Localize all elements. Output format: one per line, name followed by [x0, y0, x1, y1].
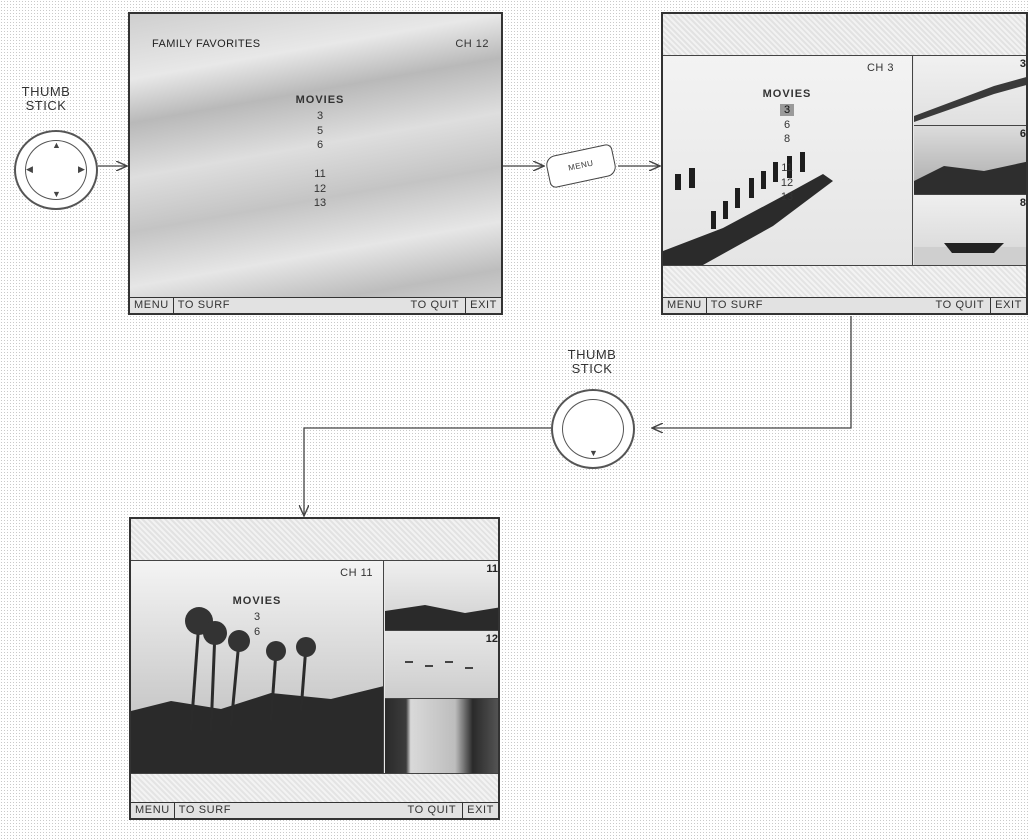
- thumbnail-channel-number: 6: [1020, 128, 1026, 140]
- arrow-stick-to-screen3: [304, 428, 551, 516]
- list-item[interactable]: 11: [747, 161, 827, 176]
- list-item[interactable]: 3: [280, 109, 360, 124]
- arrow-up-icon: ▲: [52, 141, 61, 150]
- list-item[interactable]: 13: [747, 190, 827, 205]
- list-item[interactable]: 12: [747, 176, 827, 191]
- channel-label: CH 12: [455, 38, 489, 50]
- arrow-left-icon: ◀: [26, 165, 33, 174]
- list-item[interactable]: 3: [217, 610, 297, 625]
- list-item[interactable]: 12: [280, 182, 360, 197]
- thumbnail-column: 11 12: [385, 561, 500, 773]
- thumbnail-preview[interactable]: 11: [385, 561, 500, 631]
- main-video-pane: CH 11 MOVIES 3 6: [131, 561, 384, 773]
- menu-button-label: MENU: [567, 158, 594, 172]
- to-surf-label: TO SURF: [174, 298, 407, 313]
- list-item-selected[interactable]: 3: [747, 103, 827, 118]
- list-item[interactable]: 6: [217, 625, 297, 640]
- thumb-label-line2: STICK: [560, 362, 624, 376]
- menu-bar: MENU TO SURF TO QUIT EXIT: [131, 802, 498, 818]
- arrow-down-icon: ▼: [589, 449, 598, 458]
- menu-key[interactable]: MENU: [130, 298, 174, 313]
- menu-bar: MENU TO SURF TO QUIT EXIT: [663, 297, 1026, 313]
- list-header: MOVIES: [280, 94, 360, 106]
- thumbnail-preview[interactable]: 12: [385, 631, 500, 699]
- thumbnail-channel-number: 3: [1020, 58, 1026, 70]
- thumbnail-preview[interactable]: [385, 699, 500, 773]
- thumbnail-preview[interactable]: 3: [914, 56, 1028, 126]
- thumb-label-line1: THUMB: [560, 348, 624, 362]
- thumbnail-channel-number: 12: [486, 633, 498, 645]
- to-quit-label: TO QUIT: [404, 803, 464, 818]
- thumbnail-preview[interactable]: 8: [914, 195, 1028, 265]
- arrow-down-icon: ▼: [52, 190, 61, 199]
- thumb-stick-four-way-icon[interactable]: ▲ ▼ ◀ ▶: [14, 130, 98, 210]
- to-surf-label: TO SURF: [175, 803, 404, 818]
- main-video-pane: CH 3 MOVIES 3 6 8 11 12 13: [663, 56, 913, 265]
- list-item[interactable]: 13: [280, 196, 360, 211]
- exit-key[interactable]: EXIT: [463, 803, 498, 818]
- movies-list: MOVIES 3 5 6 11 12 13: [280, 94, 360, 211]
- list-header: MOVIES: [217, 595, 297, 607]
- thumbnail-preview[interactable]: 6: [914, 126, 1028, 195]
- list-item[interactable]: 6: [747, 118, 827, 133]
- info-strip: [663, 14, 1026, 56]
- list-item[interactable]: 5: [280, 124, 360, 139]
- list-item[interactable]: 11: [280, 167, 360, 182]
- menu-bar: MENU TO SURF TO QUIT EXIT: [130, 297, 501, 313]
- thumb-label-line1: THUMB: [14, 85, 78, 99]
- thumbnail-channel-number: 11: [486, 563, 498, 575]
- exit-key[interactable]: EXIT: [991, 298, 1026, 313]
- menu-key[interactable]: MENU: [663, 298, 707, 313]
- tv-screen-channel-11: CH 11 MOVIES 3 6 11 12 MENU TO SURF TO Q…: [129, 517, 500, 820]
- movies-list: MOVIES 3 6: [217, 595, 297, 639]
- thumbnail-column: 3 6 8: [914, 56, 1028, 265]
- thumb-stick-label: THUMB STICK: [14, 85, 78, 113]
- tv-screen-channel-3: CH 3 MOVIES 3 6 8 11 12 13 3 6 8 MENU TO…: [661, 12, 1028, 315]
- arrow-screen2-to-stick: [652, 316, 851, 428]
- list-header: MOVIES: [747, 88, 827, 100]
- info-strip-bottom: [663, 265, 1026, 301]
- tv-screen-family-favorites: FAMILY FAVORITES CH 12 MOVIES 3 5 6 11 1…: [128, 12, 503, 315]
- thumbnail-channel-number: 8: [1020, 197, 1026, 209]
- exit-key[interactable]: EXIT: [466, 298, 501, 313]
- screen-title: FAMILY FAVORITES: [152, 38, 260, 50]
- arrow-right-icon: ▶: [78, 165, 85, 174]
- list-item[interactable]: 8: [747, 132, 827, 147]
- to-quit-label: TO QUIT: [407, 298, 467, 313]
- to-surf-label: TO SURF: [707, 298, 932, 313]
- thumb-stick-down-icon[interactable]: ▼: [551, 389, 635, 469]
- channel-label: CH 11: [340, 567, 373, 579]
- list-item[interactable]: 6: [280, 138, 360, 153]
- channel-label: CH 3: [867, 62, 894, 74]
- thumb-label-line2: STICK: [14, 99, 78, 113]
- movies-list: MOVIES 3 6 8 11 12 13: [747, 88, 827, 205]
- to-quit-label: TO QUIT: [932, 298, 992, 313]
- menu-key[interactable]: MENU: [131, 803, 175, 818]
- info-strip: [131, 519, 498, 561]
- palm-trees-scene: [131, 561, 384, 773]
- thumb-stick-label: THUMB STICK: [560, 348, 624, 376]
